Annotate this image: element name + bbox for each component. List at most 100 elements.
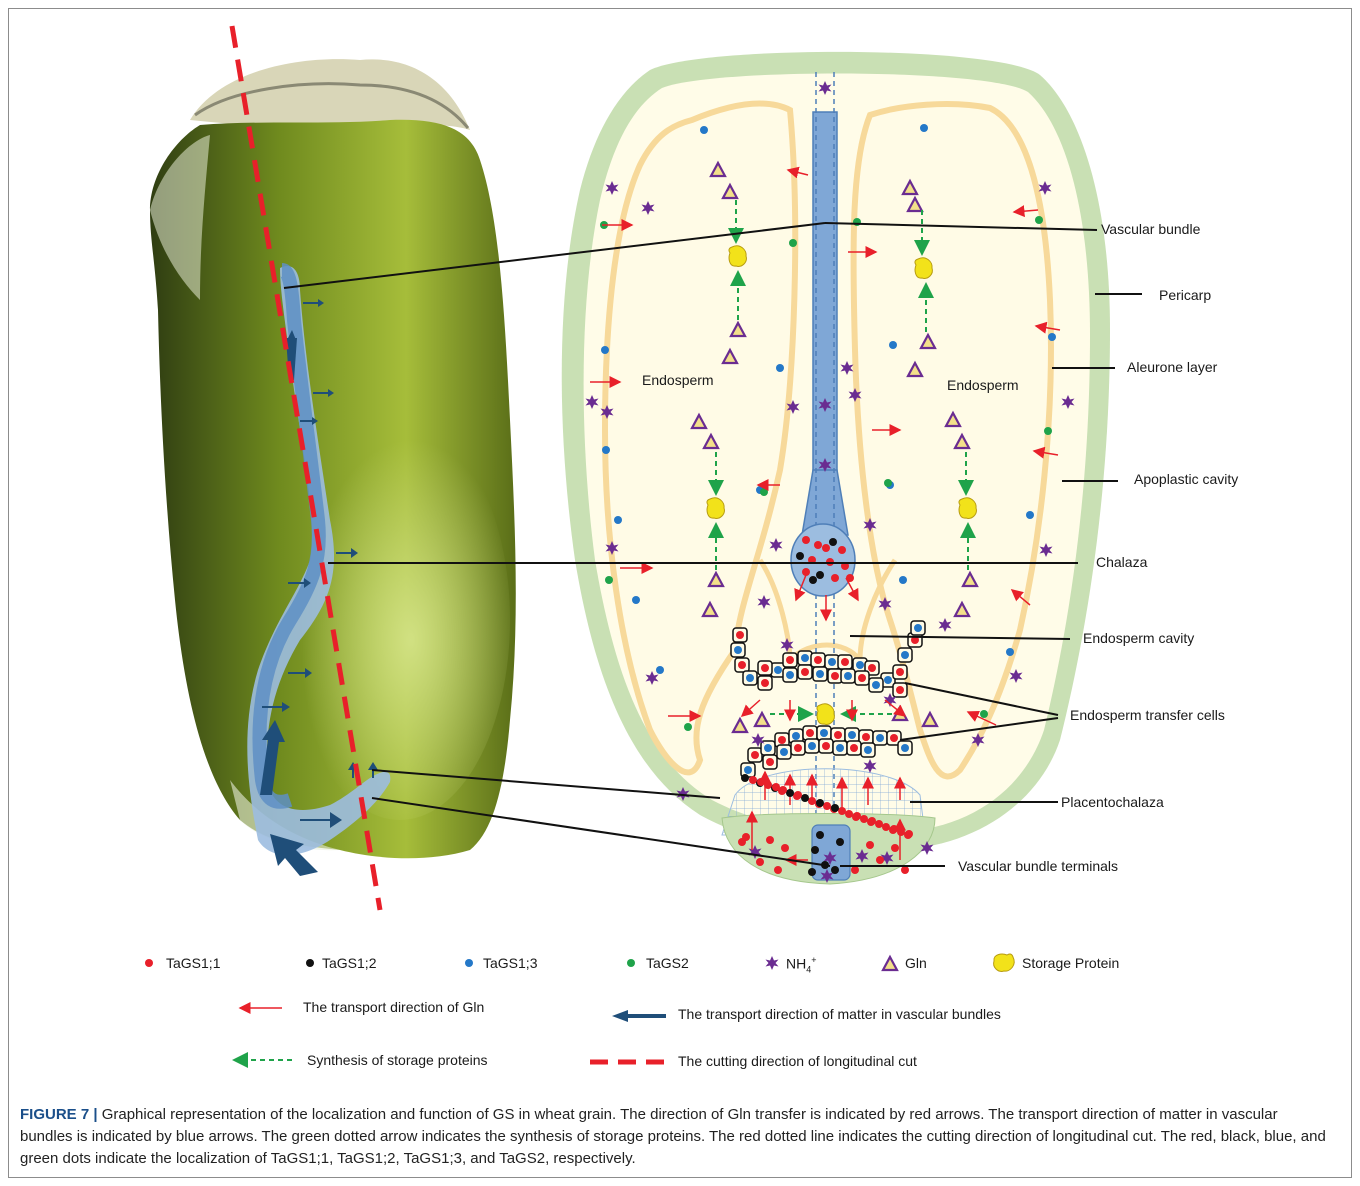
- transfer-cell: [783, 668, 797, 682]
- transfer-cell: [847, 741, 861, 755]
- legend-nh4-text: NH: [786, 956, 806, 972]
- tags1-3-dot: [899, 576, 907, 584]
- terminal-dot: [836, 838, 844, 846]
- legend-transport-vascular: The transport direction of matter in vas…: [678, 1006, 1001, 1022]
- tags2-dot: [1044, 427, 1052, 435]
- legend-dot-tags1-2: [306, 959, 314, 967]
- storage-protein-marker: [729, 246, 746, 267]
- transfer-cell: [733, 628, 747, 642]
- tags1-3-dot: [656, 666, 664, 674]
- terminal-dot: [781, 844, 789, 852]
- placentochalaza-dot: [808, 797, 816, 805]
- tags1-3-dot: [1006, 648, 1014, 656]
- tags2-dot: [684, 723, 692, 731]
- transfer-cell: [845, 728, 859, 742]
- transfer-cell: [893, 665, 907, 679]
- transfer-cell: [855, 671, 869, 685]
- label-aleurone-layer: Aleurone layer: [1127, 359, 1217, 375]
- label-apoplastic-cavity: Apoplastic cavity: [1134, 471, 1238, 487]
- transfer-cell: [898, 741, 912, 755]
- chalaza-dot: [822, 544, 830, 552]
- legend-dot-tags2: [627, 959, 635, 967]
- terminal-dot: [891, 844, 899, 852]
- transfer-cell: [758, 661, 772, 675]
- transfer-cell: [911, 621, 925, 635]
- placentochalaza-dot: [853, 812, 861, 820]
- tags1-3-dot: [920, 124, 928, 132]
- legend-nh4: NH4+: [786, 955, 817, 974]
- label-vascular-bundle: Vascular bundle: [1101, 221, 1200, 237]
- legend-tags1-3: TaGS1;3: [483, 955, 537, 971]
- chalaza-dot: [802, 536, 810, 544]
- tags1-3-dot: [776, 364, 784, 372]
- placentochalaza-dot: [741, 774, 749, 782]
- transfer-cell: [873, 731, 887, 745]
- placentochalaza-dot: [868, 817, 876, 825]
- transfer-cell: [838, 655, 852, 669]
- legend-tags1-2: TaGS1;2: [322, 955, 376, 971]
- placentochalaza-dot: [831, 804, 839, 812]
- chalaza-dot: [802, 568, 810, 576]
- caption-label: FIGURE 7 |: [20, 1106, 98, 1123]
- placentochalaza-dot: [882, 823, 890, 831]
- transfer-cell: [833, 741, 847, 755]
- transfer-cell: [869, 678, 883, 692]
- placentochalaza-dot: [757, 778, 765, 786]
- terminal-dot: [831, 866, 839, 874]
- legend-transport-gln: The transport direction of Gln: [303, 999, 484, 1015]
- storage-protein-marker: [915, 258, 932, 279]
- legend-storage-protein: Storage Protein: [1022, 955, 1119, 971]
- label-endosperm-right: Endosperm: [947, 377, 1019, 393]
- transfer-cell: [758, 676, 772, 690]
- placentochalaza-dot: [764, 781, 772, 789]
- transfer-cell: [798, 665, 812, 679]
- transfer-cell: [813, 667, 827, 681]
- storage-protein-marker: [817, 704, 834, 725]
- tags1-3-dot: [700, 126, 708, 134]
- transfer-cell: [731, 643, 745, 657]
- caption-text: Graphical representation of the localiza…: [20, 1106, 1326, 1167]
- tags2-dot: [789, 239, 797, 247]
- placentochalaza-dot: [823, 802, 831, 810]
- placentochalaza-dot: [838, 807, 846, 815]
- transfer-cell: [743, 671, 757, 685]
- transfer-cell: [828, 669, 842, 683]
- label-endosperm-transfer-cells: Endosperm transfer cells: [1070, 707, 1225, 723]
- transfer-cell: [861, 743, 875, 757]
- legend-dot-tags1-1: [145, 959, 153, 967]
- placentochalaza-dot: [786, 789, 794, 797]
- label-pericarp: Pericarp: [1159, 287, 1211, 303]
- terminal-dot: [876, 856, 884, 864]
- placentochalaza-dot: [749, 776, 757, 784]
- placentochalaza-dot: [890, 825, 898, 833]
- chalaza-dot: [829, 538, 837, 546]
- placentochalaza-dot: [860, 815, 868, 823]
- tags2-dot: [1035, 216, 1043, 224]
- label-placentochalaza: Placentochalaza: [1061, 794, 1164, 810]
- legend-dot-tags1-3: [465, 959, 473, 967]
- label-vascular-bundle-terminals: Vascular bundle terminals: [958, 858, 1118, 874]
- transfer-cell: [791, 741, 805, 755]
- tags1-3-dot: [632, 596, 640, 604]
- transfer-cell: [893, 683, 907, 697]
- transfer-cell: [803, 726, 817, 740]
- terminal-dot: [866, 841, 874, 849]
- placentochalaza-dot: [845, 810, 853, 818]
- diagram-canvas: [0, 0, 1360, 1100]
- tags1-3-dot: [614, 516, 622, 524]
- transfer-cell: [763, 755, 777, 769]
- transfer-cell: [841, 669, 855, 683]
- transfer-cell: [735, 658, 749, 672]
- label-chalaza: Chalaza: [1096, 554, 1147, 570]
- terminal-dot: [811, 846, 819, 854]
- terminal-dot: [766, 836, 774, 844]
- terminal-dot: [738, 838, 746, 846]
- legend-gln-icon: [883, 957, 897, 970]
- legend-nh4-sub: 4: [806, 964, 811, 974]
- placentochalaza-dot: [779, 786, 787, 794]
- placentochalaza-dot: [772, 783, 780, 791]
- chalaza-dot: [816, 571, 824, 579]
- legend-nh4-sup: +: [811, 955, 816, 965]
- tags2-dot: [760, 488, 768, 496]
- placentochalaza-dot: [794, 791, 802, 799]
